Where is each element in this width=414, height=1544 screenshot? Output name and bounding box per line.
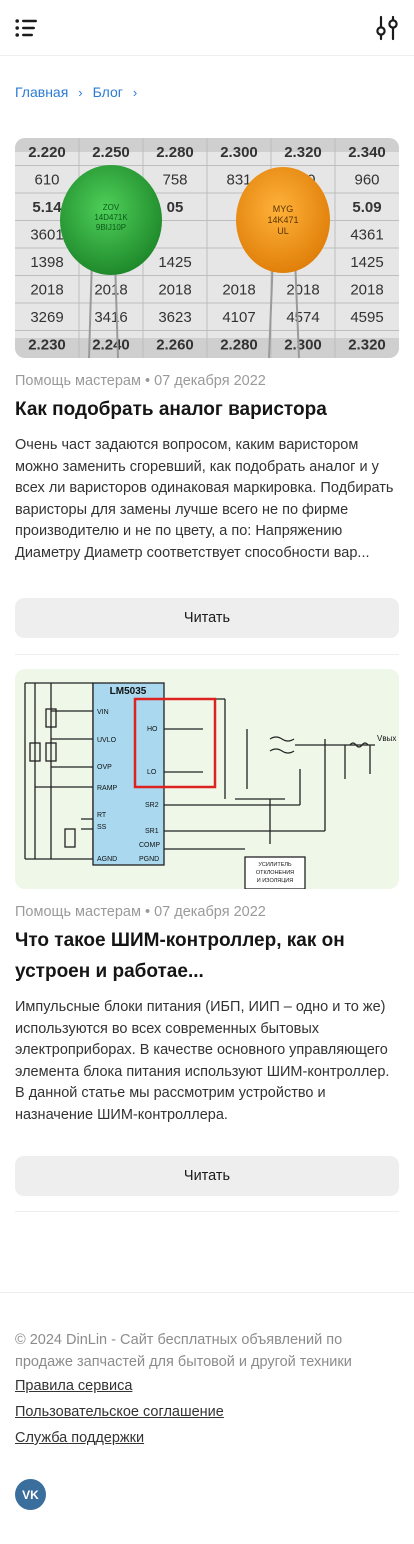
table-cell: 2018 [350, 281, 383, 298]
table-cell: 1425 [158, 254, 191, 271]
svg-text:VIN: VIN [97, 709, 109, 716]
footer-link-support[interactable]: Служба поддержки [15, 1430, 145, 1446]
svg-text:SR2: SR2 [145, 802, 159, 809]
svg-text:Vвых: Vвых [377, 734, 396, 743]
table-cell: 758 [162, 171, 187, 188]
read-button[interactable]: Читать [15, 598, 399, 638]
post-image-varistors[interactable]: 2.2202.2502.2802.3002.3202.3406106977588… [15, 138, 399, 358]
svg-text:LM5035: LM5035 [110, 686, 147, 697]
svg-text:14D471K: 14D471K [94, 213, 128, 222]
svg-text:14K471: 14K471 [267, 215, 298, 225]
table-cell: 3623 [158, 309, 191, 326]
highlight-box [133, 697, 217, 789]
table-cell: 4574 [286, 309, 319, 326]
breadcrumb-blog[interactable]: Блог [92, 84, 123, 100]
svg-text:MYG: MYG [273, 204, 294, 214]
read-button[interactable]: Читать [15, 1156, 399, 1196]
svg-text:RAMP: RAMP [97, 785, 118, 792]
svg-text:SR1: SR1 [145, 828, 159, 835]
table-cell: 2.320 [284, 144, 322, 161]
table-cell: 2018 [286, 281, 319, 298]
divider [15, 1211, 399, 1212]
orange-varistor [236, 167, 330, 273]
table-cell: 2.280 [220, 336, 258, 353]
post-meta: Помощь мастерам • 07 декабря 2022 [15, 904, 266, 920]
table-cell: 2.300 [284, 336, 322, 353]
table-cell: 1398 [30, 254, 63, 271]
table-cell: 2018 [94, 281, 127, 298]
table-cell: 5.09 [352, 199, 381, 216]
table-cell: 2.250 [92, 144, 130, 161]
svg-text:UVLO: UVLO [97, 737, 117, 744]
svg-text:9BIJ10P: 9BIJ10P [96, 223, 126, 232]
table-cell: 2.280 [156, 144, 194, 161]
table-cell: 2018 [30, 281, 63, 298]
svg-text:OVP: OVP [97, 764, 112, 771]
blog-post-card: 2.2202.2502.2802.3002.3202.3406106977588… [15, 138, 399, 564]
copyright: © 2024 DinLin - Сайт бесплатных объявлен… [15, 1332, 352, 1370]
post-meta: Помощь мастерам • 07 декабря 2022 [15, 373, 266, 389]
table-cell: 4595 [350, 309, 383, 326]
table-cell: 610 [34, 171, 59, 188]
svg-text:RT: RT [97, 812, 107, 819]
menu-button[interactable] [15, 17, 39, 39]
top-bar [0, 0, 414, 56]
divider [15, 654, 399, 655]
table-cell: 1425 [350, 254, 383, 271]
svg-text:AGND: AGND [97, 856, 117, 863]
table-cell: 2.340 [348, 144, 386, 161]
table-cell: 4107 [222, 309, 255, 326]
table-cell: 4361 [350, 226, 383, 243]
table-cell: 2018 [222, 281, 255, 298]
breadcrumb-separator: › [78, 84, 83, 100]
table-cell: 3416 [94, 309, 127, 326]
vk-icon[interactable]: VK [15, 1479, 46, 1510]
svg-text:UL: UL [277, 226, 289, 236]
breadcrumb-separator: › [132, 84, 138, 100]
sliders-icon [376, 15, 398, 41]
post-title[interactable]: Что такое ШИМ-контроллер, как он устроен… [15, 930, 345, 982]
svg-text:ОТКЛОНЕНИЯ: ОТКЛОНЕНИЯ [256, 870, 294, 876]
svg-text:HO: HO [147, 726, 158, 733]
vk-label: VK [22, 1487, 39, 1502]
svg-text:LO: LO [147, 769, 157, 776]
post-image-pwm-circuit[interactable]: LM5035 VIN UVLO OVP RAMP RT SS AGND HO L… [15, 669, 399, 889]
footer-link-rules[interactable]: Правила сервиса [15, 1378, 133, 1394]
svg-text:И ИЗОЛЯЦИЯ: И ИЗОЛЯЦИЯ [257, 878, 294, 884]
list-menu-icon [15, 19, 37, 37]
svg-text:ZOV: ZOV [103, 203, 120, 212]
post-title[interactable]: Как подобрать аналог варистора [15, 399, 327, 420]
footer-link-agreement[interactable]: Пользовательское соглашение [15, 1404, 224, 1420]
lm5035-chip [92, 682, 165, 866]
table-cell: 2.220 [28, 144, 66, 161]
table-cell: 960 [354, 171, 379, 188]
table-cell: 2018 [158, 281, 191, 298]
table-cell: 2.260 [156, 336, 194, 353]
blog-post-card: LM5035 VIN UVLO OVP RAMP RT SS AGND HO L… [15, 669, 399, 1126]
post-excerpt: Импульсные блоки питания (ИБП, ИИП – одн… [15, 999, 390, 1123]
svg-text:УСИЛИТЕЛЬ: УСИЛИТЕЛЬ [258, 862, 292, 868]
table-cell: 5.14 [32, 199, 62, 216]
svg-text:PGND: PGND [139, 856, 159, 863]
table-cell: 3269 [30, 309, 63, 326]
green-varistor [60, 165, 162, 275]
table-cell: 831 [226, 171, 251, 188]
post-excerpt: Очень част задаются вопросом, каким вари… [15, 437, 394, 561]
svg-text:SS: SS [97, 824, 107, 831]
footer: © 2024 DinLin - Сайт бесплатных объявлен… [0, 1292, 414, 1510]
table-cell: 2.230 [28, 336, 66, 353]
table-cell: 2.320 [348, 336, 386, 353]
table-cell: 3601 [30, 226, 63, 243]
table-cell: 2.240 [92, 336, 130, 353]
svg-text:COMP: COMP [139, 842, 160, 849]
breadcrumb-home[interactable]: Главная [15, 84, 69, 100]
filter-button[interactable] [375, 15, 399, 41]
table-cell: 05 [167, 199, 184, 216]
breadcrumb: Главная › Блог › [15, 84, 147, 100]
table-cell: 2.300 [220, 144, 258, 161]
